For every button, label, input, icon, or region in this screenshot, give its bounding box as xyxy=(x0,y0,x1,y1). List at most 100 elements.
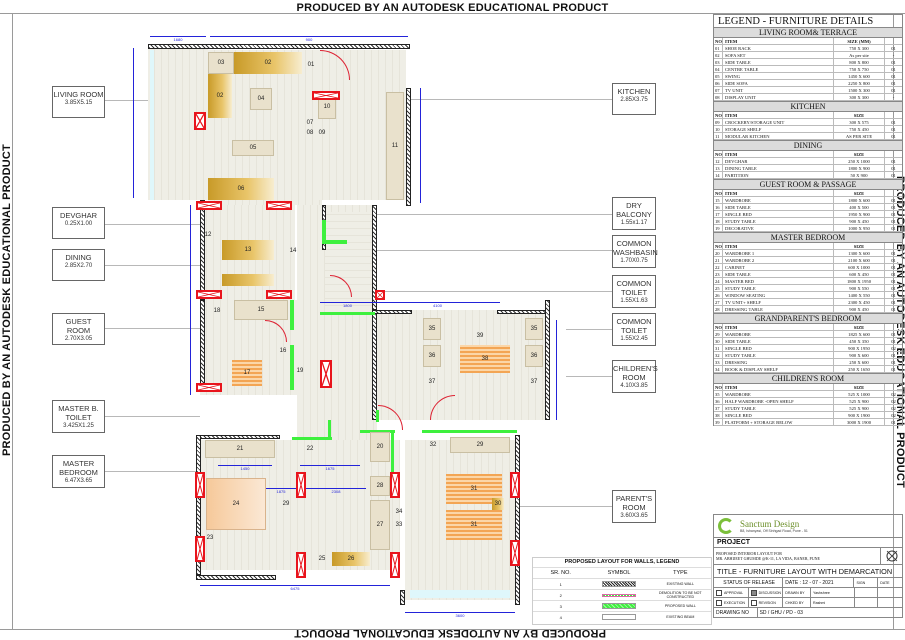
room-label-living-room: LIVING ROOM 3.85X5.15 xyxy=(52,86,105,118)
wall xyxy=(372,310,412,314)
wall-legend-row: 2 DEMOLITION TO BE NOT CONSTRUCTED xyxy=(533,589,711,600)
room-label-kitchen: KITCHEN 2.85X3.75 xyxy=(612,83,656,115)
furniture-23: 23 xyxy=(206,535,214,541)
furniture-legend: LEGEND - FURNITURE DETAILS LIVING ROOM& … xyxy=(713,14,903,426)
window-marker xyxy=(390,472,400,498)
existing-wall-symbol-icon xyxy=(602,581,637,587)
room-label-common-washbasin: COMMON WASHBASIN 1.70X0.75 xyxy=(612,235,658,268)
frame-bottom xyxy=(0,629,905,630)
proposed-wall xyxy=(290,345,294,390)
proposed-wall xyxy=(376,410,379,422)
leader-line xyxy=(566,329,612,330)
wall xyxy=(515,435,520,605)
leader-line xyxy=(105,471,200,472)
dimension-line-vertical xyxy=(133,48,134,198)
furniture-12: 12 xyxy=(204,232,212,238)
section-header: LIVING ROOM& TERRACE xyxy=(714,28,902,38)
wall xyxy=(497,310,547,314)
section-header: GRANDPARENT'S BEDROOM xyxy=(714,314,902,324)
firm-logo-block: Sanctum Design B8, Ishanyasi, Off Sinhga… xyxy=(713,514,903,538)
furniture-36-b: 36 xyxy=(525,345,543,367)
checked-by-label: CHKED BY xyxy=(783,598,811,607)
leader-line xyxy=(105,224,200,225)
wall xyxy=(200,435,280,439)
furniture-38: 38 xyxy=(460,345,510,373)
furniture-05: 05 xyxy=(232,140,274,156)
wall-legend-title: PROPOSED LAYOUT FOR WALLS, LEGEND xyxy=(564,559,680,565)
proposed-wall-symbol-icon xyxy=(602,603,637,609)
furniture-29: 29 xyxy=(282,501,290,507)
section-header: MASTER BEDROOM xyxy=(714,233,902,243)
dimension-line: 3600 xyxy=(405,612,515,618)
furniture-22: 22 xyxy=(306,446,314,452)
execution-row: EXECUTION REVISION CHKED BY Rashmi xyxy=(713,598,903,608)
furniture-24: 24 xyxy=(206,478,266,530)
proposed-wall xyxy=(328,420,331,440)
discussion-checkbox[interactable]: DISCUSSION xyxy=(749,588,784,597)
revision-checkbox[interactable]: REVISION xyxy=(749,598,784,607)
proposed-wall xyxy=(422,430,517,433)
demolition-symbol-icon xyxy=(602,593,637,597)
room-label-guest-room: GUEST ROOM 2.70X3.05 xyxy=(52,313,105,345)
section-header: DINING xyxy=(714,141,902,151)
approval-checkbox[interactable]: APPROVAL xyxy=(714,588,749,597)
project-label: PROJECT xyxy=(713,538,903,548)
furniture-11: 11 xyxy=(386,92,404,200)
furniture-02-side: 02 xyxy=(208,74,232,118)
existing-beam-symbol-icon xyxy=(602,614,637,620)
approval-row: APPROVAL DISCUSSION DRAWN BY Yashshree xyxy=(713,588,903,598)
project-line-2: MR. ABHIJEET GHUMDE @K-11, LA VIDA, BANE… xyxy=(716,556,820,561)
drawing-number-row: DRAWING NO SD / GHU / PD - 03 xyxy=(713,608,903,618)
proposed-wall xyxy=(322,220,326,240)
window-marker xyxy=(390,552,400,578)
firm-address: B8, Ishanyasi, Off Sinhgad Road, Pune - … xyxy=(740,529,808,533)
furniture-07: 07 xyxy=(306,120,314,126)
furniture-30: 30 xyxy=(492,498,504,510)
dimension-line: 1800 xyxy=(320,302,375,308)
window-marker xyxy=(195,536,205,562)
window-marker xyxy=(312,91,340,100)
status-of-release-label: STATUS OF RELEASE xyxy=(714,578,784,587)
furniture-35-a: 35 xyxy=(423,318,441,340)
release-date: DATE : 12 - 07 - 2021 xyxy=(783,578,855,587)
dimension-line: 900 xyxy=(210,36,408,42)
window-marker xyxy=(266,201,292,210)
execution-checkbox[interactable]: EXECUTION xyxy=(714,598,749,607)
proposed-wall xyxy=(292,437,332,440)
furniture-29-wardrobe: 29 xyxy=(450,437,510,453)
furniture-33: 33 xyxy=(395,522,403,528)
proposed-wall xyxy=(322,240,347,244)
room-label-dining: DINING 2.85X2.70 xyxy=(52,249,105,281)
title-block: Sanctum Design B8, Ishanyasi, Off Sinhga… xyxy=(713,514,903,631)
leader-line xyxy=(520,506,612,507)
window-marker xyxy=(195,472,205,498)
dimension-line: 4100 xyxy=(375,302,500,308)
window-marker xyxy=(320,360,332,388)
wall xyxy=(200,200,205,300)
window-marker xyxy=(296,472,306,498)
wall xyxy=(372,310,377,420)
furniture-25: 25 xyxy=(318,556,326,562)
window-marker xyxy=(194,112,206,130)
drawing-no-value: SD / GHU / PD - 03 xyxy=(759,610,803,616)
wall-legend: PROPOSED LAYOUT FOR WALLS, LEGEND SR. NO… xyxy=(532,557,712,625)
proposed-wall xyxy=(391,430,394,475)
